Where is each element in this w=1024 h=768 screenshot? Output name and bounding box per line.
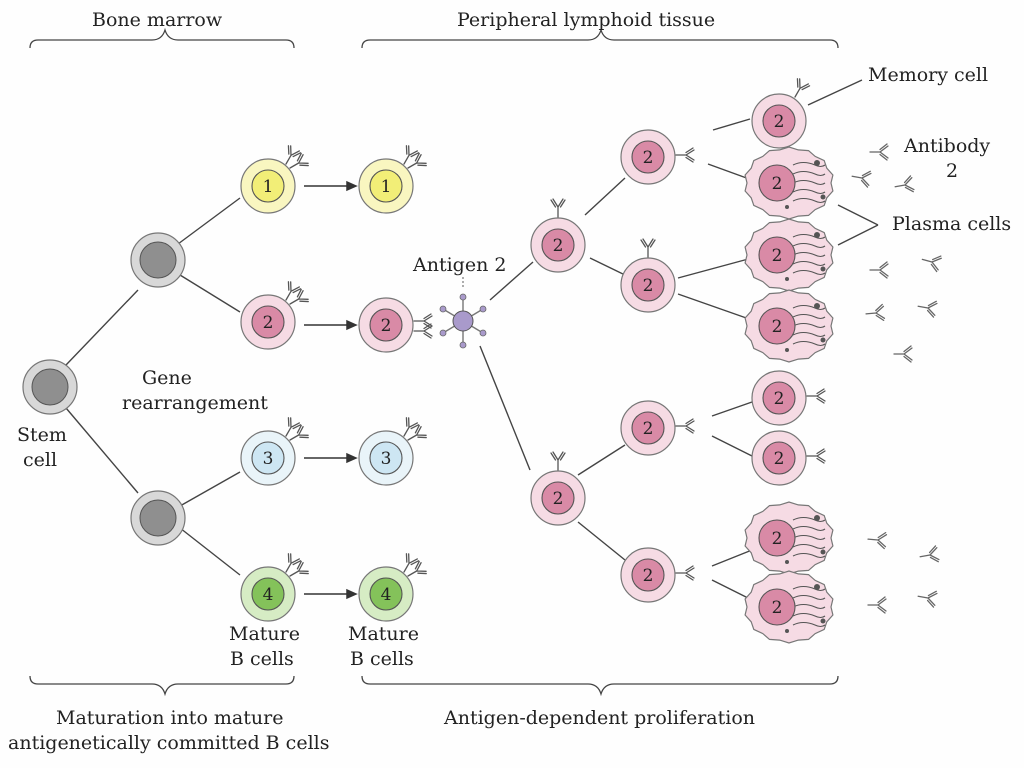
cell-number: 4 [263,585,274,605]
antigen-2-icon [439,277,487,349]
plasma-cell-3: 2 [744,289,834,363]
footer-proliferation: Antigen-dependent proliferation [444,707,756,729]
cell-number: 2 [772,246,783,266]
receptor-icon [675,147,695,163]
free-antibody-icon [916,587,938,608]
label-stem-line2: cell [23,449,58,471]
cell-number: 2 [772,317,783,337]
label-antibody-line2: 2 [946,160,959,182]
cell-number: 3 [381,449,392,469]
free-antibody-icon [919,251,943,273]
footer-maturation-line1: Maturation into mature [56,707,284,729]
b-cell-2-mature: 2 [358,297,433,353]
b-cell-1-marrow: 1 [240,144,310,214]
cell-number: 2 [772,598,783,618]
label-plasma-cells: Plasma cells [892,213,1012,235]
b-cell-1-mature: 1 [358,144,428,214]
cell-number: 2 [643,276,654,296]
label-gene-line2: rearrangement [122,392,268,414]
cell-number: 2 [553,236,564,256]
b-cell-2-marrow: 2 [240,280,310,350]
cell-number: 1 [263,177,274,197]
free-antibody-icon [893,345,913,363]
free-antibody-icon [869,261,889,279]
dividing-b-cell-1: 2 [620,129,695,185]
cell-number: 2 [774,389,785,409]
plasma-cell-2: 2 [744,218,834,292]
receptor-icon [640,238,656,258]
brace-peripheral [361,27,839,49]
receptor-icon [413,323,433,339]
free-antibody-icon [918,545,940,566]
cell-number: 2 [643,148,654,168]
free-antibody-icon [867,596,887,614]
dividing-b-cell-2: 2 [620,238,676,313]
brace-bone-marrow [29,27,295,49]
plasma-cell-1: 2 [744,146,834,220]
cell-number: 2 [643,566,654,586]
receptor-icon [675,418,695,434]
label-stem-line1: Stem [17,424,67,446]
activated-b-cell-top: 2 [530,198,586,273]
label-antigen: Antigen 2 [413,254,507,276]
cell-number: 2 [381,316,392,336]
header-peripheral: Peripheral lymphoid tissue [457,9,716,31]
arrows [304,180,358,600]
label-mature-left-line1: Mature [229,623,300,645]
cell-number: 2 [643,419,654,439]
free-antibody-icon [916,297,938,318]
label-mature-right-line1: Mature [348,623,419,645]
brace-maturation [29,675,295,697]
cell-number: 2 [263,313,274,333]
receptor-icon [550,198,566,218]
memory-cell-3: 2 [751,430,826,486]
precursor-cell-bottom [130,490,186,546]
free-antibody-icon [864,303,886,323]
b-cell-4-marrow: 4 [240,552,310,622]
activated-b-cell-bottom: 2 [530,451,586,526]
cell-number: 2 [774,449,785,469]
plasma-cell-5: 2 [744,570,834,644]
dividing-b-cell-4: 2 [620,547,695,603]
label-mature-left-line2: B cells [230,648,294,670]
memory-cell-2: 2 [751,370,826,426]
stem-cell [22,359,78,415]
label-memory-cell: Memory cell [868,64,989,86]
label-gene-line1: Gene [142,367,192,389]
cell-number: 1 [381,177,392,197]
receptor-icon [806,388,826,404]
brace-proliferation [361,675,839,697]
dividing-b-cell-3: 2 [620,400,695,456]
label-antibody-line1: Antibody [904,135,991,157]
b-cell-4-mature: 4 [358,552,428,622]
cell-number: 2 [774,112,785,132]
footer-maturation-line2: antigenetically committed B cells [8,732,330,754]
connection-lines [65,79,879,601]
label-mature-right-line2: B cells [350,648,414,670]
cell-number: 2 [772,174,783,194]
receptor-icon [413,313,433,329]
b-cell-3-mature: 3 [358,416,428,486]
memory-cell: 2 [751,77,811,149]
free-antibody-icon [866,530,888,550]
cell-number: 2 [553,489,564,509]
free-antibody-icon [893,175,915,196]
cell-number: 3 [263,449,274,469]
cell-number: 4 [381,585,392,605]
header-bone-marrow: Bone marrow [92,9,223,31]
receptor-icon [550,451,566,471]
free-antibody-icon [850,167,872,188]
b-cell-3-marrow: 3 [240,416,310,486]
receptor-icon [806,448,826,464]
free-antibody-icon [869,143,889,161]
precursor-cell-top [130,232,186,288]
receptor-icon [675,565,695,581]
plasma-cell-4: 2 [744,501,834,575]
cell-number: 2 [772,529,783,549]
